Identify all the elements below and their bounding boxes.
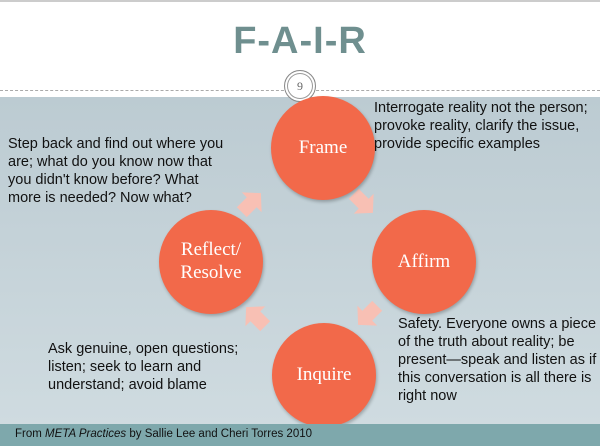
- arrow-frame-to-affirm: [348, 188, 374, 214]
- citation-source: META Practices: [45, 428, 127, 440]
- stage-inquire: Inquire: [272, 323, 376, 427]
- inquire-description: Ask genuine, open questions; listen; see…: [48, 341, 239, 393]
- stage-affirm: Affirm: [372, 210, 476, 314]
- slide-title: F-A-I-R: [233, 20, 367, 62]
- citation-suffix: by Sallie Lee and Cheri Torres 2010: [126, 428, 313, 440]
- arrow-inquire-to-reflect: [245, 306, 271, 332]
- stage-frame: Frame: [271, 96, 375, 200]
- citation-prefix: From: [15, 428, 46, 440]
- affirm-description: Safety. Everyone owns a piece of the tru…: [398, 316, 597, 404]
- stage-reflect-resolve: Reflect/ Resolve: [159, 210, 263, 314]
- frame-description: Interrogate reality not the person; prov…: [374, 100, 588, 152]
- source-citation: From META Practices by Sallie Lee and Ch…: [0, 424, 600, 446]
- reflect-description: Step back and find out where you are; wh…: [8, 136, 224, 206]
- arrow-reflect-to-frame: [236, 192, 262, 218]
- arrow-affirm-to-inquire: [357, 300, 383, 326]
